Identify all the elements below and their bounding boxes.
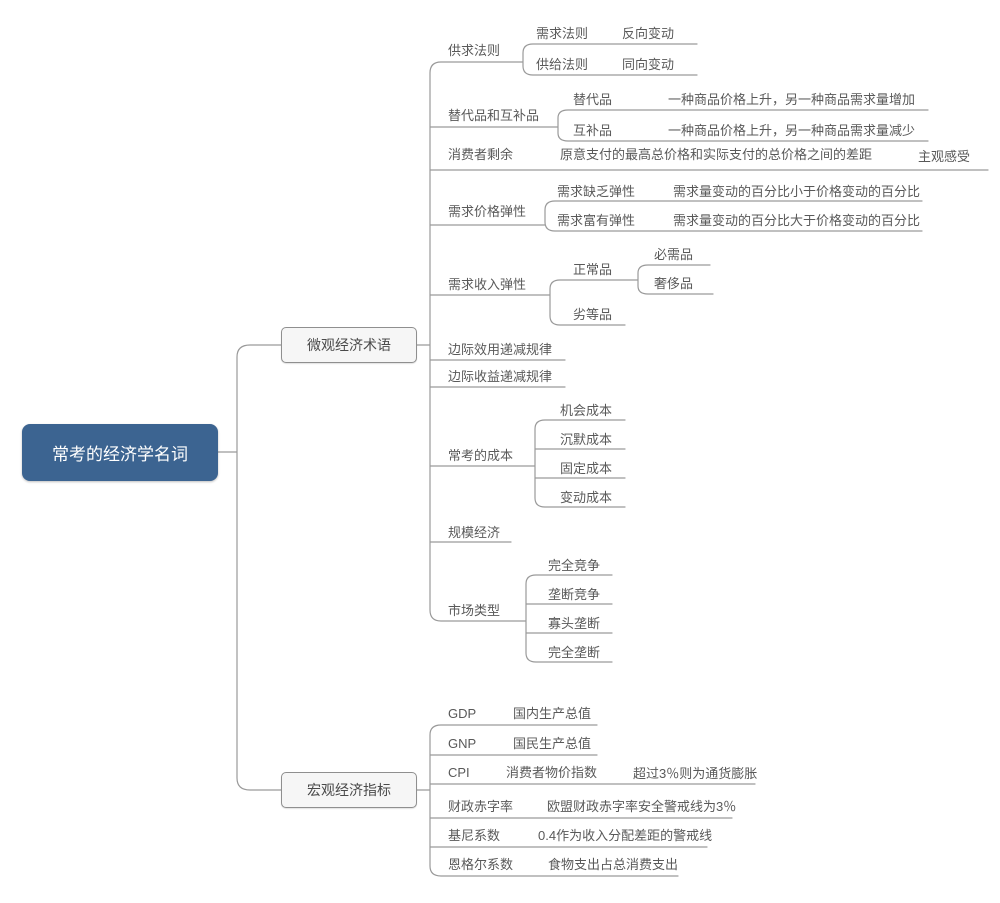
topic-inferior-goods[interactable]: 劣等品 <box>573 307 613 322</box>
topic-variable-cost[interactable]: 变动成本 <box>560 490 613 505</box>
topic-monopolistic-competition[interactable]: 垄断竞争 <box>548 587 601 602</box>
topic-consumer-surplus-note[interactable]: 主观感受 <box>918 149 971 164</box>
topic-gdp-note[interactable]: 国内生产总值 <box>513 706 592 721</box>
topic-supply-demand-law[interactable]: 供求法则 <box>448 43 501 58</box>
topic-complement[interactable]: 互补品 <box>573 123 613 138</box>
topic-consumer-surplus[interactable]: 消费者剩余 <box>448 147 514 162</box>
branch-microeconomics[interactable]: 微观经济术语 <box>281 327 417 363</box>
topic-gini-note[interactable]: 0.4作为收入分配差距的警戒线 <box>538 828 713 843</box>
topic-fiscal-deficit[interactable]: 财政赤字率 <box>448 799 514 814</box>
topic-demand-law[interactable]: 需求法则 <box>536 26 589 41</box>
topic-marginal-utility[interactable]: 边际效用递减规律 <box>448 342 553 357</box>
topic-costs[interactable]: 常考的成本 <box>448 448 514 463</box>
root-topic[interactable]: 常考的经济学名词 <box>22 424 218 481</box>
topic-normal-goods[interactable]: 正常品 <box>573 262 613 277</box>
topic-cpi-extra[interactable]: 超过3％则为通货膨胀 <box>633 766 758 781</box>
topic-consumer-surplus-definition[interactable]: 原意支付的最高总价格和实际支付的总价格之间的差距 <box>560 147 873 162</box>
topic-luxury-goods[interactable]: 奢侈品 <box>654 276 694 291</box>
topic-necessity-goods[interactable]: 必需品 <box>654 247 694 262</box>
topic-subs-and-comps[interactable]: 替代品和互补品 <box>448 108 540 123</box>
topic-price-inelastic-note[interactable]: 需求量变动的百分比小于价格变动的百分比 <box>673 184 921 199</box>
topic-gnp-note[interactable]: 国民生产总值 <box>513 736 592 751</box>
topic-substitute[interactable]: 替代品 <box>573 92 613 107</box>
topic-engel-note[interactable]: 食物支出占总消费支出 <box>548 857 679 872</box>
topic-gnp[interactable]: GNP <box>448 736 477 751</box>
topic-market-types[interactable]: 市场类型 <box>448 603 501 618</box>
topic-marginal-revenue[interactable]: 边际收益递减规律 <box>448 369 553 384</box>
topic-substitute-note[interactable]: 一种商品价格上升，另一种商品需求量增加 <box>668 92 916 107</box>
topic-gini[interactable]: 基尼系数 <box>448 828 501 843</box>
topic-economies-of-scale[interactable]: 规模经济 <box>448 525 501 540</box>
topic-demand-law-note[interactable]: 反向变动 <box>622 26 675 41</box>
topic-price-elastic[interactable]: 需求富有弹性 <box>557 213 636 228</box>
topic-perfect-competition[interactable]: 完全竞争 <box>548 558 601 573</box>
topic-supply-law[interactable]: 供给法则 <box>536 57 589 72</box>
topic-complement-note[interactable]: 一种商品价格上升，另一种商品需求量减少 <box>668 123 916 138</box>
topic-opportunity-cost[interactable]: 机会成本 <box>560 403 613 418</box>
topic-price-elastic-note[interactable]: 需求量变动的百分比大于价格变动的百分比 <box>673 213 921 228</box>
topic-sunk-cost[interactable]: 沉默成本 <box>560 432 613 447</box>
topic-gdp[interactable]: GDP <box>448 706 477 721</box>
topic-cpi[interactable]: CPI <box>448 765 470 780</box>
topic-income-elasticity[interactable]: 需求收入弹性 <box>448 277 527 292</box>
connector-path <box>217 43 989 877</box>
topic-cpi-note[interactable]: 消费者物价指数 <box>506 765 598 780</box>
topic-price-elasticity[interactable]: 需求价格弹性 <box>448 204 527 219</box>
topic-price-inelastic[interactable]: 需求缺乏弹性 <box>557 184 636 199</box>
topic-oligopoly[interactable]: 寡头垄断 <box>548 616 601 631</box>
branch-macroeconomics[interactable]: 宏观经济指标 <box>281 772 417 808</box>
topic-fiscal-deficit-note[interactable]: 欧盟财政赤字率安全警戒线为3％ <box>547 799 737 814</box>
topic-pure-monopoly[interactable]: 完全垄断 <box>548 645 601 660</box>
topic-fixed-cost[interactable]: 固定成本 <box>560 461 613 476</box>
topic-engel[interactable]: 恩格尔系数 <box>448 857 514 872</box>
topic-supply-law-note[interactable]: 同向变动 <box>622 57 675 72</box>
